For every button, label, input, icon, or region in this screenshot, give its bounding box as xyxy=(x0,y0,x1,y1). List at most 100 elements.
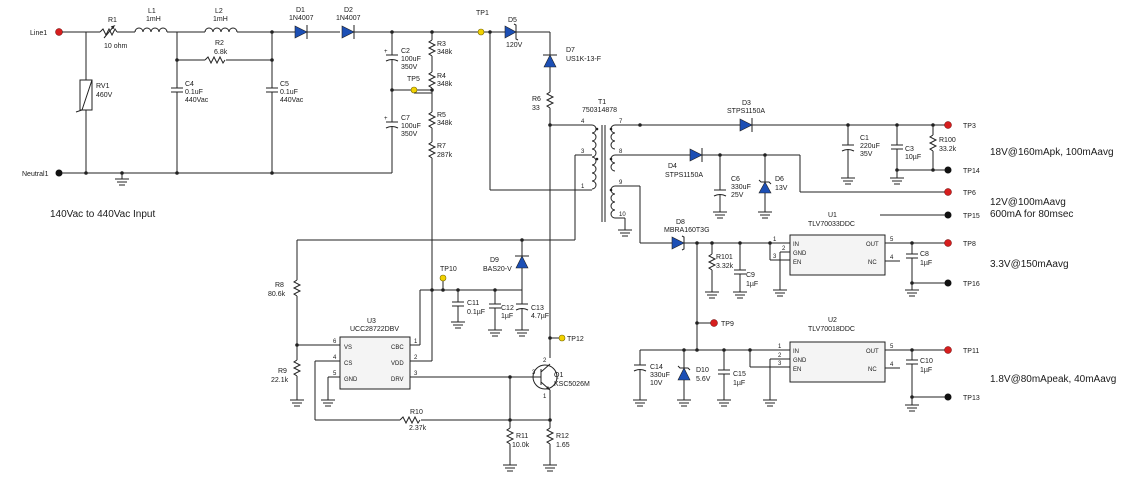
c4-ref: C4 xyxy=(185,81,194,88)
u1-pinnum-3: 3 xyxy=(773,254,777,260)
d5-tvs-diode xyxy=(504,25,517,39)
tp15-testpoint[interactable] xyxy=(944,211,952,219)
tp1-testpoint[interactable] xyxy=(477,28,485,36)
d3-ref: D3 xyxy=(742,100,751,107)
t1-pin-10: 10 xyxy=(619,212,626,218)
u3-pinnum-5: 5 xyxy=(333,371,337,377)
d5-ref: D5 xyxy=(508,17,517,24)
u2-pinnum-3: 3 xyxy=(778,361,782,367)
u3-pinnum-4: 4 xyxy=(333,355,337,361)
c10-value: 1µF xyxy=(920,367,932,374)
c13-value: 4.7µF xyxy=(531,313,549,320)
r6-ref: R6 xyxy=(532,96,541,103)
tp8-testpoint[interactable] xyxy=(944,239,952,247)
u1-pin-in: IN xyxy=(793,242,799,248)
tp14-testpoint[interactable] xyxy=(944,166,952,174)
d6-ref: D6 xyxy=(775,176,784,183)
u2-pin-nc: NC xyxy=(868,367,877,373)
tp12-testpoint[interactable] xyxy=(558,334,566,342)
u3-pin-vs: VS xyxy=(344,345,352,351)
c9-ref: C9 xyxy=(746,272,755,279)
d9-ref: D9 xyxy=(490,257,499,264)
u3-value: UCC28722DBV xyxy=(350,326,399,333)
d8-value: MBRA160T3G xyxy=(664,227,710,234)
r101-resistor xyxy=(707,253,717,271)
c5-value1: 0.1uF xyxy=(280,89,298,96)
r101-ref: R101 xyxy=(716,254,733,261)
q1-pin-1: 1 xyxy=(543,394,547,400)
c11-value: 0.1µF xyxy=(467,309,485,316)
q1-value: KSC5026M xyxy=(554,381,590,388)
r6-value: 33 xyxy=(532,105,540,112)
tp16-testpoint[interactable] xyxy=(944,279,952,287)
u2-pinnum-2: 2 xyxy=(778,353,782,359)
tp5-testpoint[interactable] xyxy=(410,86,418,94)
d7-value: US1K-13-F xyxy=(566,56,601,63)
c1-value2: 35V xyxy=(860,151,873,158)
d2-diode xyxy=(341,25,355,39)
r100-ref: R100 xyxy=(939,137,956,144)
u1-pin-nc: NC xyxy=(868,260,877,266)
tp3-testpoint[interactable] xyxy=(944,121,952,129)
c3-ref: C3 xyxy=(905,146,914,153)
r3-value: 348k xyxy=(437,49,453,56)
d1-value: 1N4007 xyxy=(289,15,314,22)
c3-value: 10µF xyxy=(905,154,921,161)
r12-ref: R12 xyxy=(556,433,569,440)
d10-ref: D10 xyxy=(696,367,709,374)
c14-value1: 330uF xyxy=(650,372,670,379)
tp9-testpoint[interactable] xyxy=(710,319,718,327)
u2-pin-gnd: GND xyxy=(793,358,807,364)
c14-ref: C14 xyxy=(650,364,663,371)
d3-diode xyxy=(739,118,753,132)
r101-value: 3.32k xyxy=(716,263,734,270)
tp11-testpoint[interactable] xyxy=(944,346,952,354)
tp6-testpoint[interactable] xyxy=(944,188,952,196)
l1-value: 1mH xyxy=(146,16,161,23)
t1-transformer xyxy=(588,124,640,219)
d8-diode xyxy=(671,236,685,250)
output-18v-section: D3 STPS1150A C1 220uF 35V C3 10µF R100 3… xyxy=(638,100,1114,185)
u3-pinnum-1: 1 xyxy=(414,339,418,345)
neutral1-terminal[interactable] xyxy=(55,169,63,177)
output-12v-section: D4 STPS1150A C6 330uF 25V D6 13V TP6 12V… xyxy=(640,148,1073,220)
t1-pin-7: 7 xyxy=(619,119,623,125)
t1-ref: T1 xyxy=(598,99,606,106)
l2-ref: L2 xyxy=(215,8,223,15)
r5-value: 348k xyxy=(437,120,453,127)
tp15-label: TP15 xyxy=(963,213,980,220)
svg-text:+: + xyxy=(384,49,388,55)
c6-value1: 330uF xyxy=(731,184,751,191)
l2-inductor xyxy=(204,27,238,33)
u3-pinnum-3: 3 xyxy=(414,371,418,377)
d4-value: STPS1150A xyxy=(665,172,703,179)
r2-value: 6.8k xyxy=(214,49,228,56)
c2-value1: 100uF xyxy=(401,56,421,63)
u1-pin-gnd: GND xyxy=(793,251,807,257)
tp10-testpoint[interactable] xyxy=(439,274,447,282)
r4-ref: R4 xyxy=(437,73,446,80)
c11-ref: C11 xyxy=(467,300,479,307)
u3-pin-gnd: GND xyxy=(344,377,358,383)
c7-value1: 100uF xyxy=(401,123,421,130)
c6-ref: C6 xyxy=(731,176,740,183)
d8-ref: D8 xyxy=(676,219,685,226)
u3-pin-drv: DRV xyxy=(391,377,404,383)
t1-pin-1: 1 xyxy=(581,184,585,190)
line1-terminal[interactable] xyxy=(55,28,63,36)
rv1-ref: RV1 xyxy=(96,83,110,90)
controller-section: D9 BAS20-V TP10 C11 0.1µF C12 1µF xyxy=(268,238,590,472)
d1-ref: D1 xyxy=(296,7,305,14)
line1-label: Line1 xyxy=(30,30,47,37)
u3-pin-vdd: VDD xyxy=(391,361,404,367)
tp13-label: TP13 xyxy=(963,395,980,402)
tp5-label: TP5 xyxy=(407,76,420,83)
r7-value: 287k xyxy=(437,152,453,159)
r8-value: 80.6k xyxy=(268,291,286,298)
tp13-testpoint[interactable] xyxy=(944,393,952,401)
u3-pin-cbc: CBC xyxy=(391,345,404,351)
d10-value: 5.6V xyxy=(696,376,711,383)
u1-pin-en: EN xyxy=(793,260,801,266)
r4-resistor xyxy=(427,71,437,89)
